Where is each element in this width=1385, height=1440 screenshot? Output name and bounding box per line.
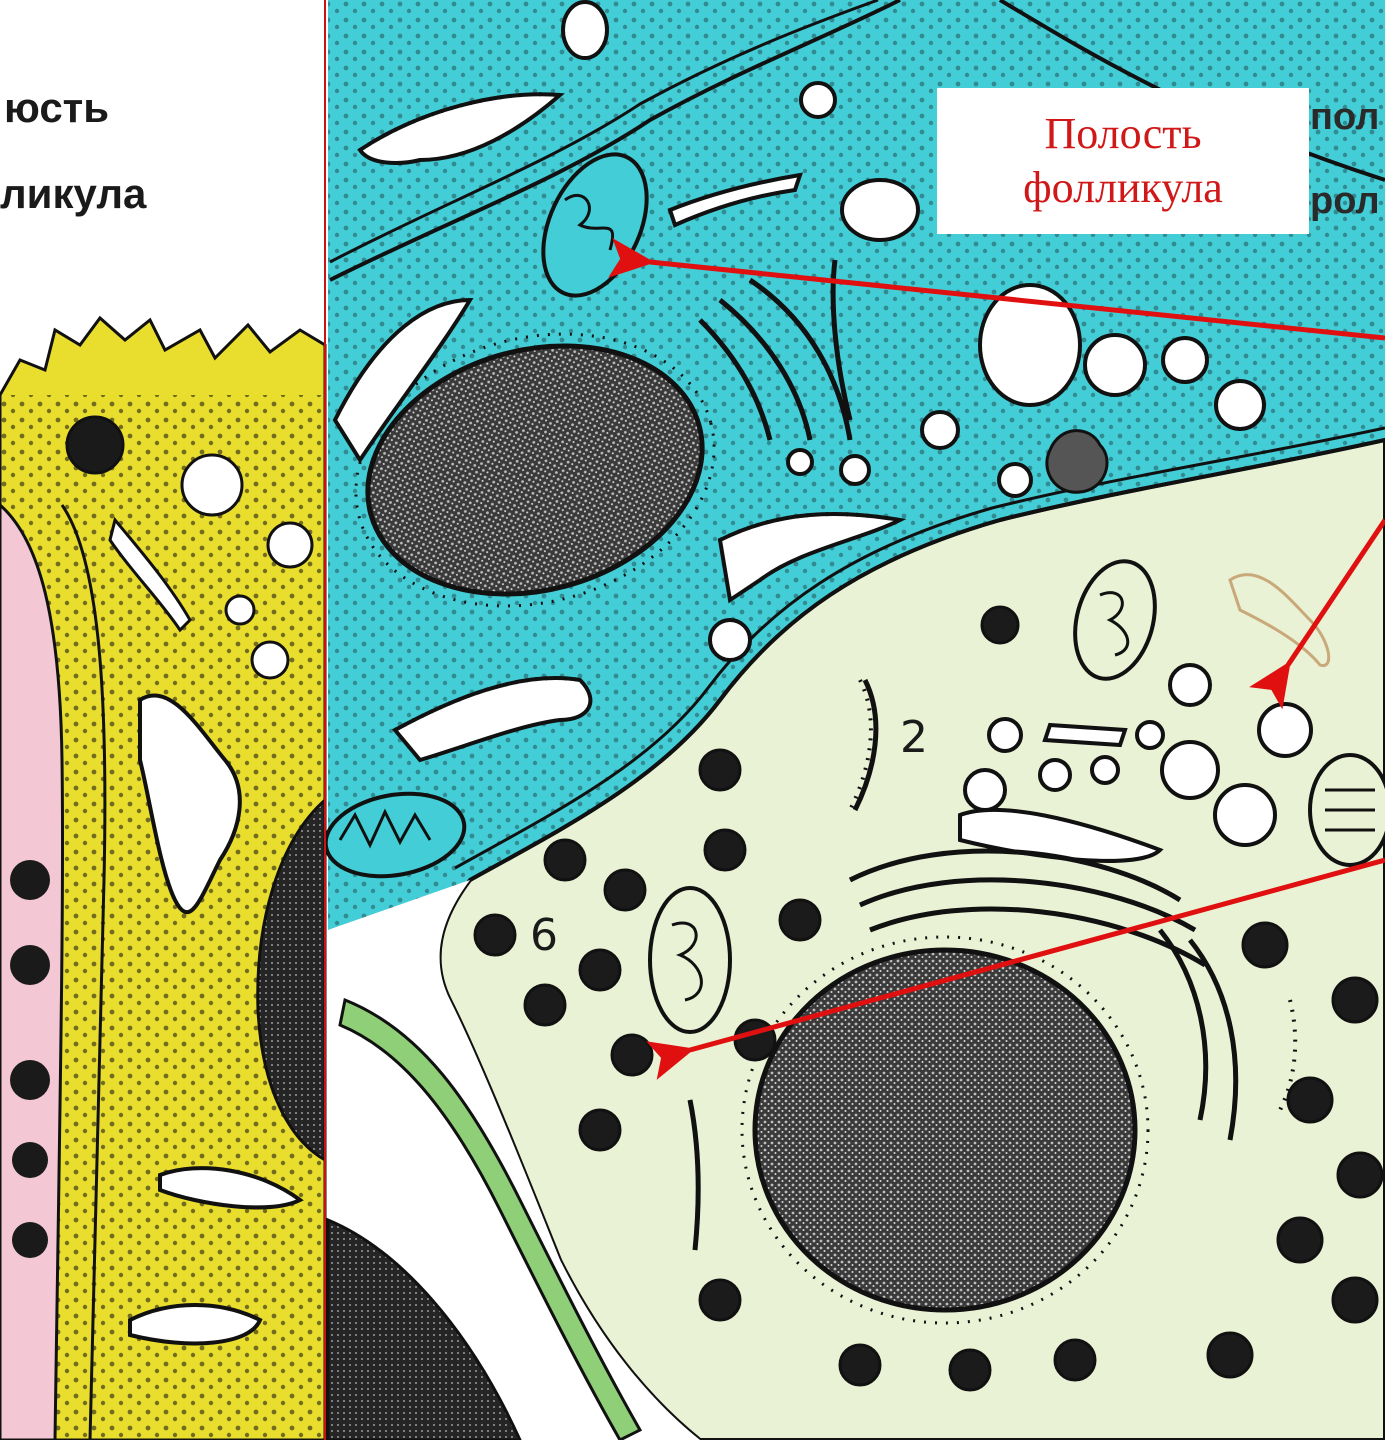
- label-line2: фолликула: [1023, 161, 1223, 215]
- left-bg-label-line1: юсть: [4, 84, 109, 132]
- figure-number-6: 6: [530, 910, 558, 961]
- right-bg-label-line1: пол: [1310, 96, 1379, 139]
- figure-number-2: 2: [900, 712, 928, 763]
- follicle-cavity-label: Полость фолликула: [937, 88, 1309, 234]
- right-bg-label-line2: рол: [1310, 180, 1380, 223]
- nucleus-lower: [755, 950, 1135, 1310]
- left-bg-label-line2: ликула: [0, 170, 146, 218]
- label-line1: Полость: [1044, 107, 1201, 161]
